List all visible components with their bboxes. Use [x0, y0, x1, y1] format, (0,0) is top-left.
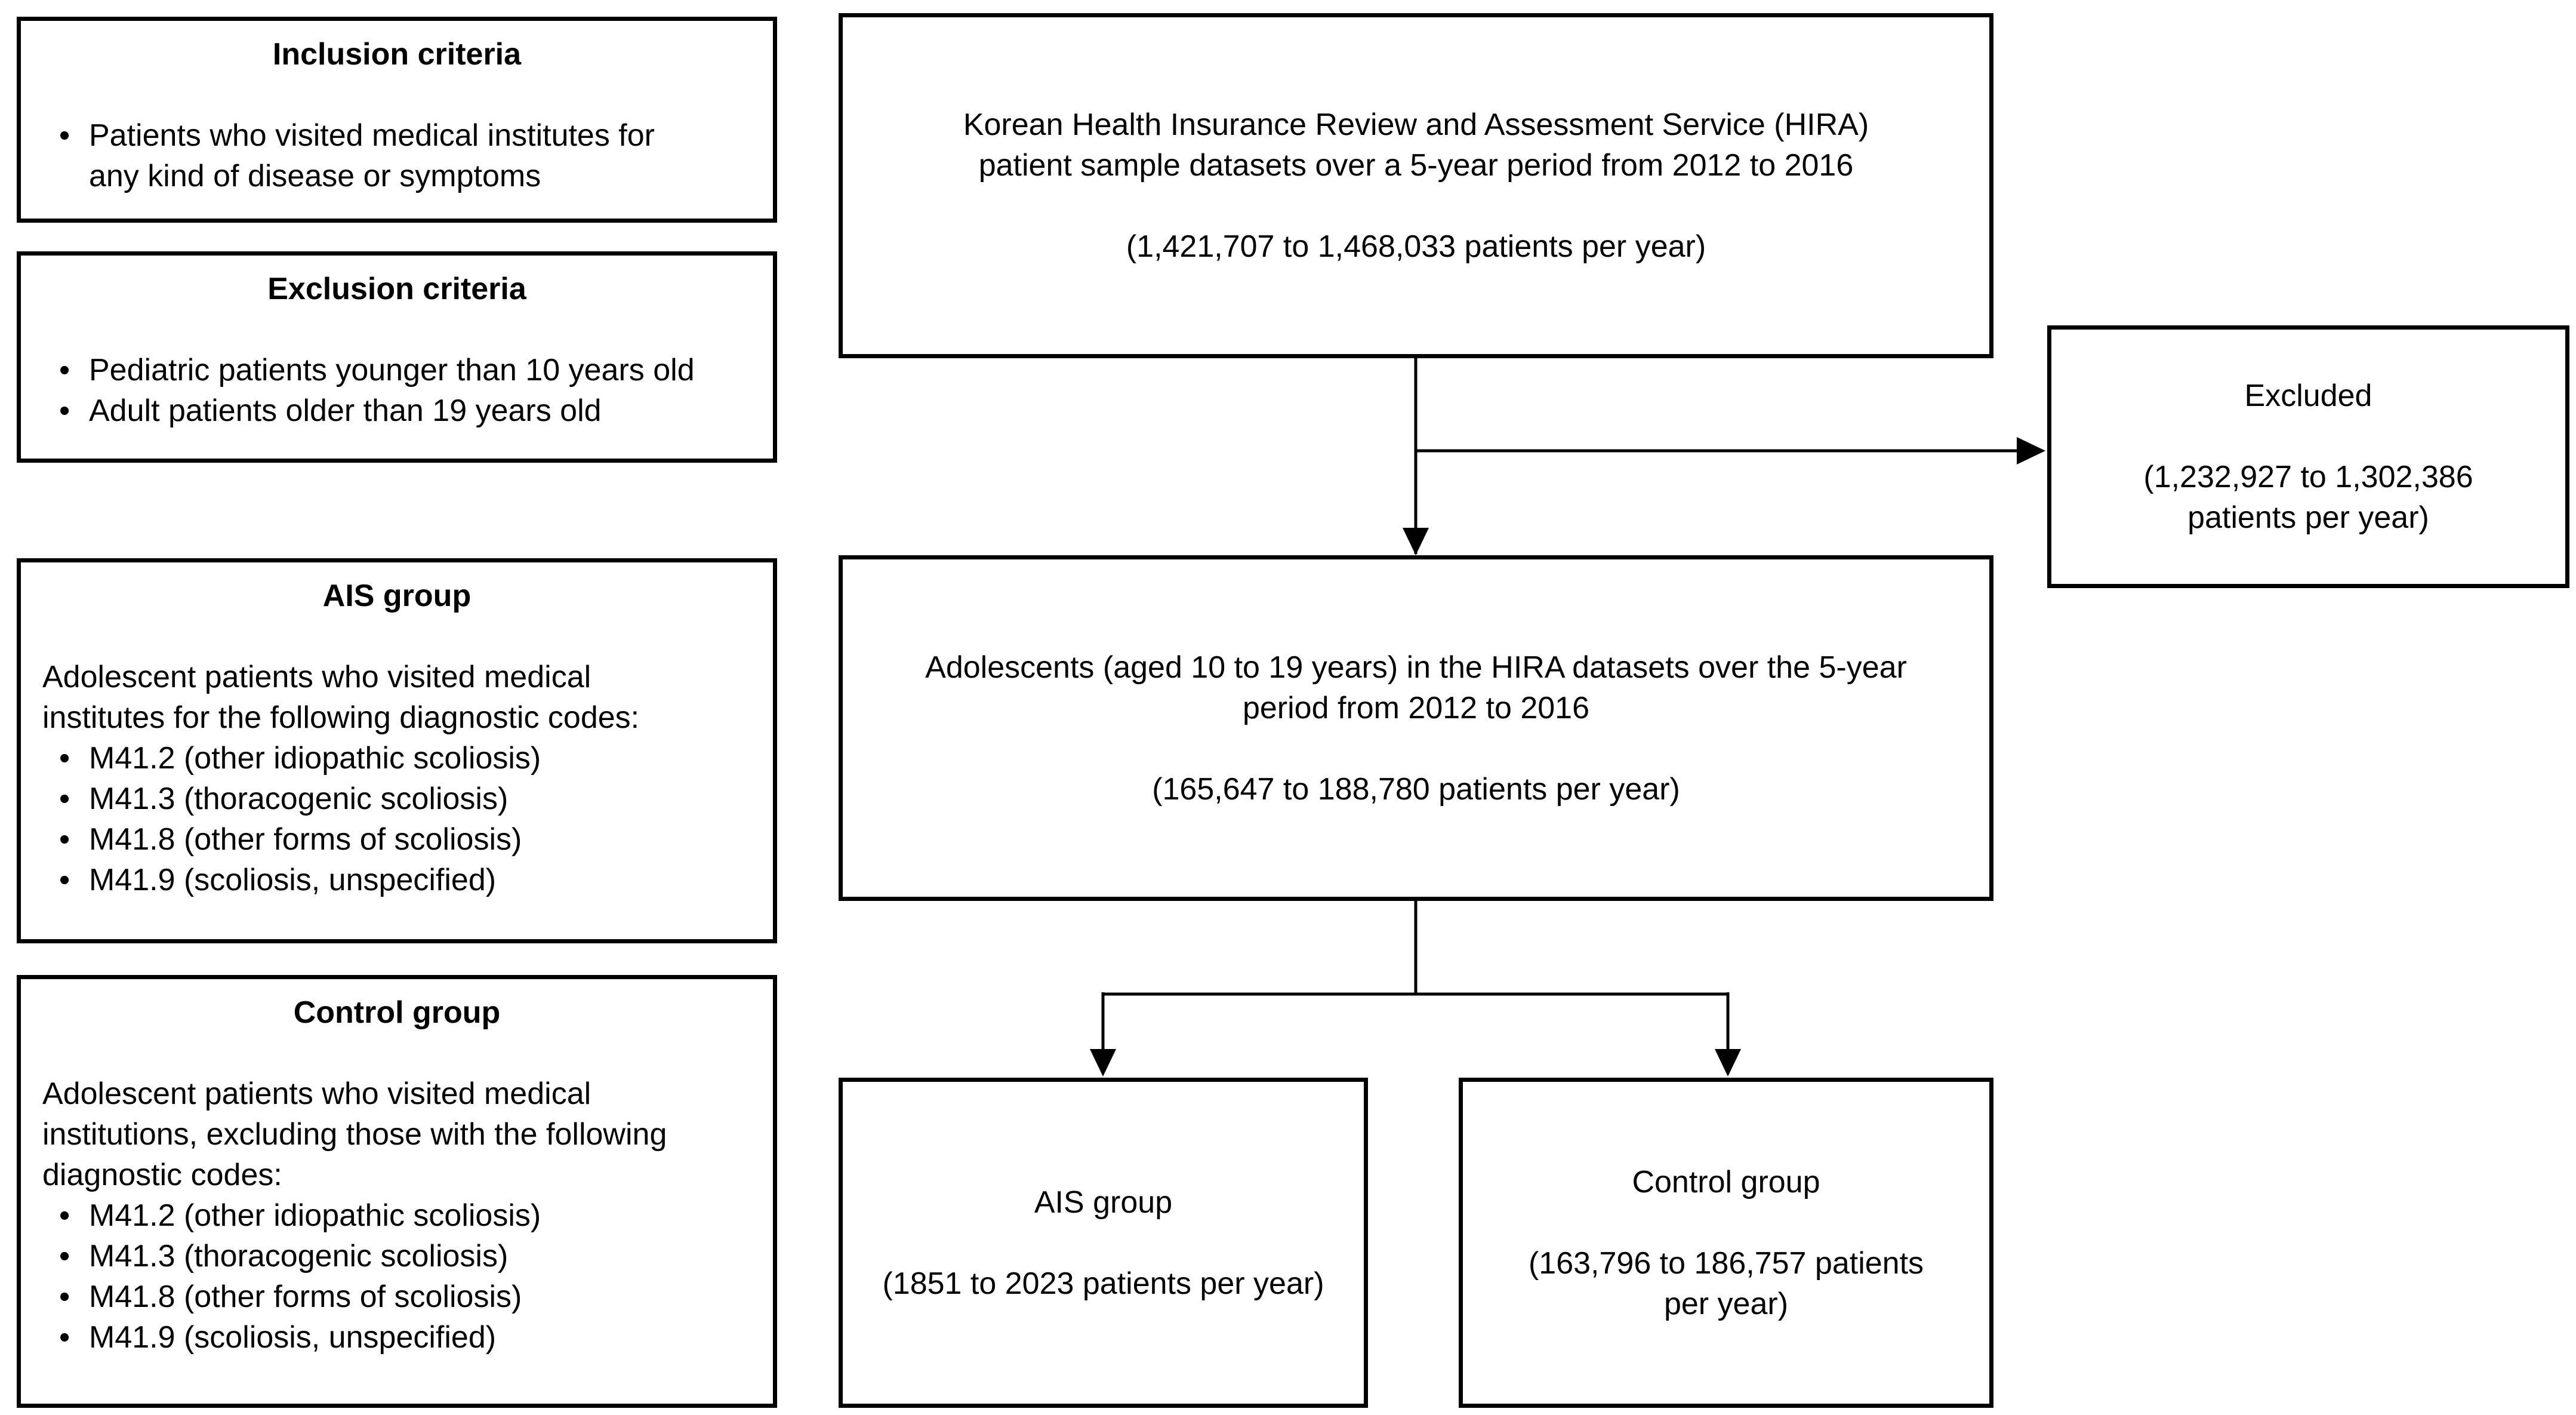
excluded-box: Excluded (1,232,927 to 1,302,386 patient…	[2047, 325, 2569, 588]
adolescents-box: Adolescents (aged 10 to 19 years) in the…	[839, 555, 1993, 901]
inclusion-criteria-title: Inclusion criteria	[272, 37, 522, 72]
bullet-text: Patients who visited medical institutes …	[89, 118, 655, 193]
list-item: M41.3 (thoracogenic scoliosis)	[42, 1236, 751, 1276]
bullet-icon	[42, 860, 89, 900]
list-item: Adult patients older than 19 years old	[42, 390, 751, 431]
list-item: Patients who visited medical institutes …	[42, 115, 751, 196]
ais-group-description: Adolescent patients who visited medical …	[42, 660, 640, 735]
inclusion-criteria-box: Inclusion criteria Patients who visited …	[17, 17, 777, 223]
hira-source-count: (1,421,707 to 1,468,033 patients per yea…	[1126, 229, 1706, 264]
control-group-definition-title: Control group	[293, 995, 501, 1030]
hira-source-text: Korean Health Insurance Review and Asses…	[963, 107, 1869, 183]
control-group-description: Adolescent patients who visited medical …	[42, 1076, 667, 1192]
spacer	[42, 616, 751, 657]
bullet-icon	[42, 738, 89, 779]
bullet-text: M41.2 (other idiopathic scoliosis)	[89, 741, 541, 776]
control-group-definition-box: Control group Adolescent patients who vi…	[17, 975, 777, 1408]
control-group-flow-title: Control group	[1632, 1164, 1820, 1199]
arrow-down-icon	[1715, 1049, 1741, 1076]
adolescents-text: Adolescents (aged 10 to 19 years) in the…	[925, 650, 1907, 725]
list-item: M41.2 (other idiopathic scoliosis)	[42, 1195, 751, 1236]
ais-group-flow-title: AIS group	[1034, 1185, 1173, 1220]
spacer	[42, 309, 751, 350]
list-item: M41.3 (thoracogenic scoliosis)	[42, 779, 751, 819]
bullet-icon	[42, 1317, 89, 1358]
bullet-text: Adult patients older than 19 years old	[89, 393, 602, 428]
ais-group-flow-box: AIS group (1851 to 2023 patients per yea…	[839, 1078, 1368, 1408]
ais-group-count: (1851 to 2023 patients per year)	[882, 1266, 1324, 1301]
excluded-count: (1,232,927 to 1,302,386 patients per yea…	[2143, 460, 2473, 535]
bullet-text: M41.8 (other forms of scoliosis)	[89, 1279, 522, 1314]
list-item: M41.8 (other forms of scoliosis)	[42, 1276, 751, 1317]
bullet-text: M41.3 (thoracogenic scoliosis)	[89, 1239, 509, 1274]
excluded-title: Excluded	[2244, 379, 2372, 413]
arrow-down-icon	[1403, 528, 1429, 555]
bullet-text: Pediatric patients younger than 10 years…	[89, 353, 695, 387]
bullet-text: M41.3 (thoracogenic scoliosis)	[89, 782, 509, 816]
list-item: M41.9 (scoliosis, unspecified)	[42, 1317, 751, 1358]
bullet-icon	[42, 350, 89, 390]
bullet-icon	[42, 390, 89, 431]
bullet-icon	[42, 779, 89, 819]
bullet-text: M41.8 (other forms of scoliosis)	[89, 822, 522, 857]
bullet-text: M41.9 (scoliosis, unspecified)	[89, 863, 497, 897]
list-item: M41.9 (scoliosis, unspecified)	[42, 860, 751, 900]
hira-source-box: Korean Health Insurance Review and Asses…	[839, 13, 1993, 358]
adolescents-count: (165,647 to 188,780 patients per year)	[1152, 771, 1680, 807]
arrow-down-icon	[1090, 1049, 1116, 1076]
bullet-text: M41.9 (scoliosis, unspecified)	[89, 1320, 497, 1355]
control-group-flow-box: Control group (163,796 to 186,757 patien…	[1459, 1078, 1993, 1408]
list-item: M41.2 (other idiopathic scoliosis)	[42, 738, 751, 779]
ais-group-definition-box: AIS group Adolescent patients who visite…	[17, 558, 777, 943]
bullet-icon	[42, 1276, 89, 1317]
arrow-right-icon	[2017, 437, 2045, 465]
list-item: Pediatric patients younger than 10 years…	[42, 350, 751, 390]
ais-group-definition-title: AIS group	[322, 579, 472, 613]
bullet-icon	[42, 819, 89, 860]
exclusion-criteria-title: Exclusion criteria	[267, 272, 526, 306]
spacer	[42, 1033, 751, 1073]
spacer	[42, 75, 751, 115]
bullet-text: M41.2 (other idiopathic scoliosis)	[89, 1198, 541, 1233]
bullet-icon	[42, 1236, 89, 1276]
exclusion-criteria-box: Exclusion criteria Pediatric patients yo…	[17, 251, 777, 463]
control-group-count: (163,796 to 186,757 patients per year)	[1528, 1245, 1924, 1321]
list-item: M41.8 (other forms of scoliosis)	[42, 819, 751, 860]
bullet-icon	[42, 1195, 89, 1236]
bullet-icon	[42, 115, 89, 156]
